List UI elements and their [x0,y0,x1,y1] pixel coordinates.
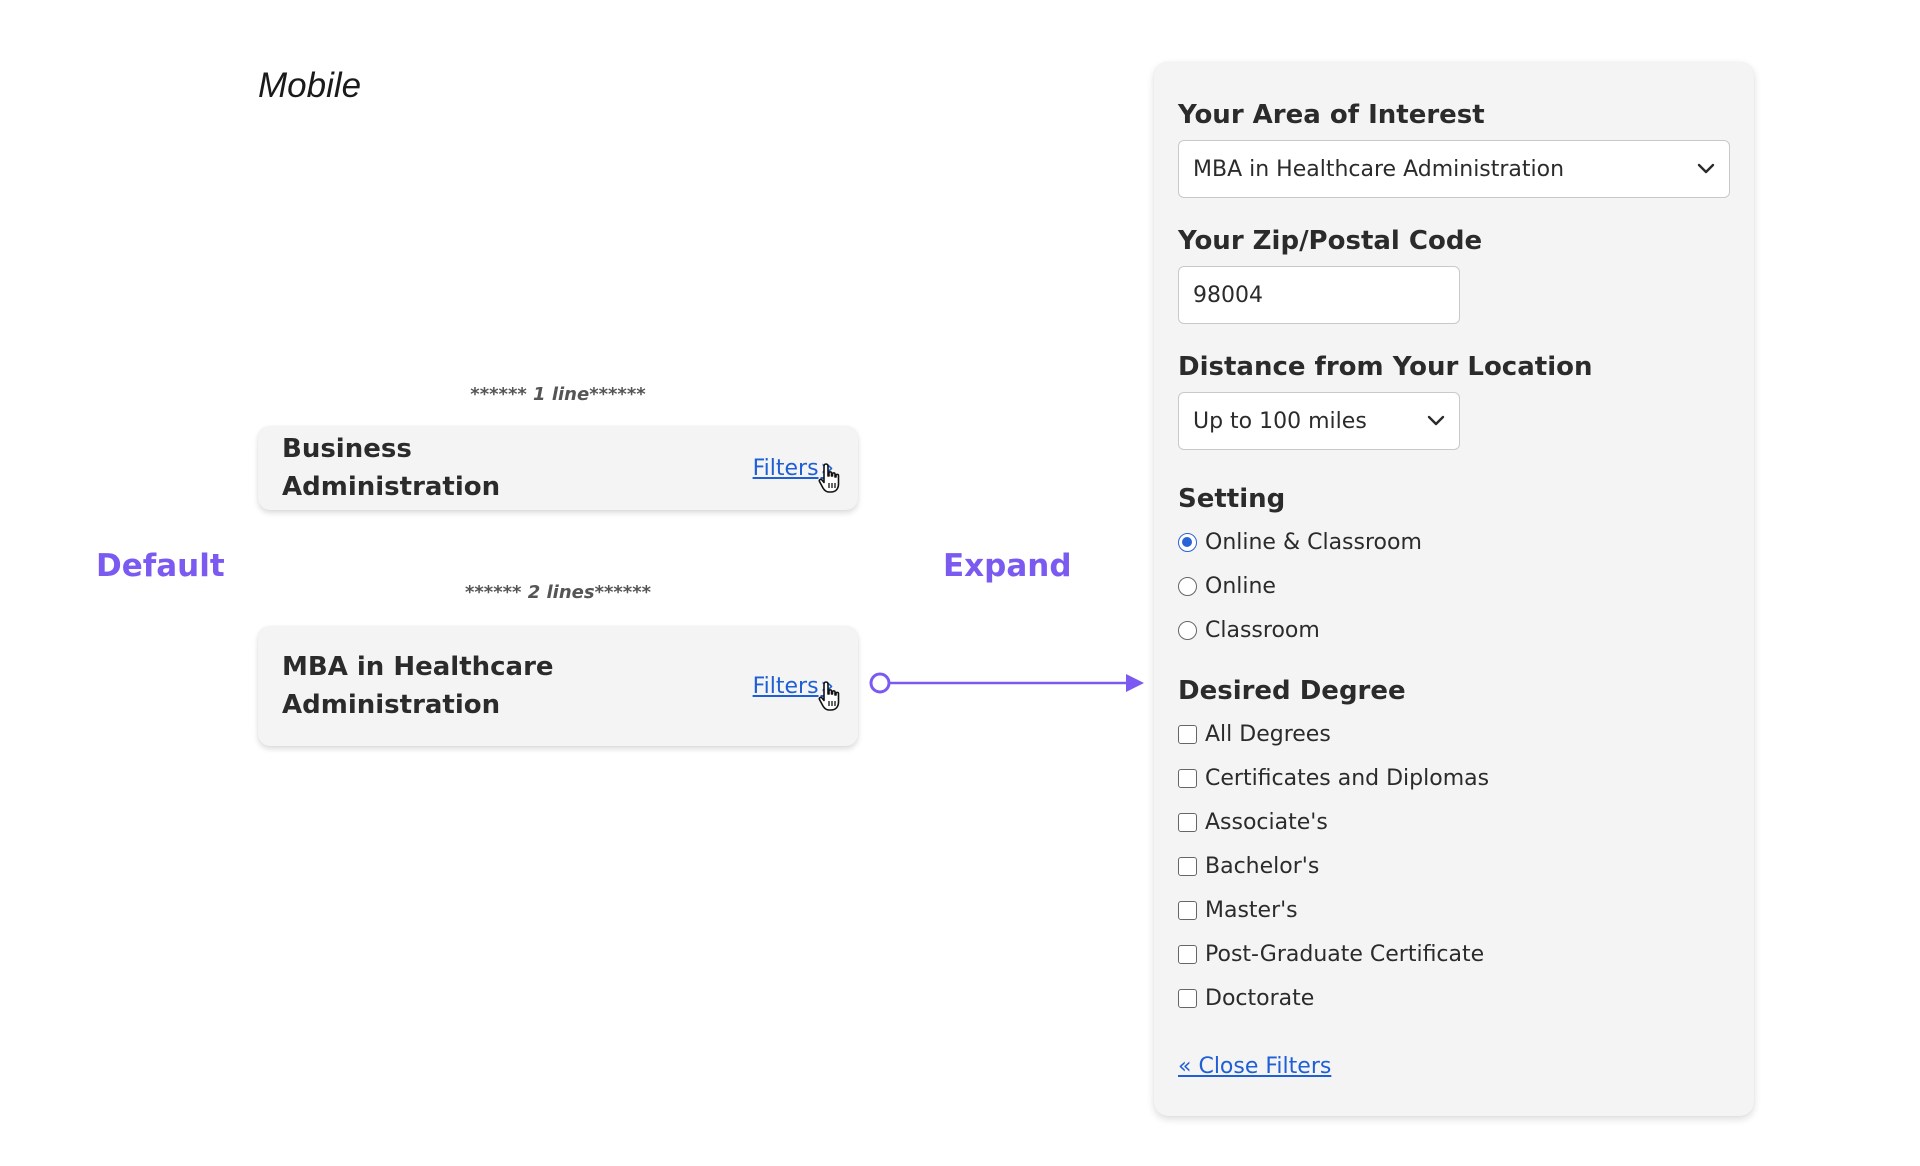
area-of-interest-select[interactable]: MBA in Healthcare Administration [1178,140,1730,198]
checkbox[interactable] [1178,856,1197,876]
default-label: Default [96,548,225,584]
radio-selected[interactable] [1178,532,1197,552]
zip-code-value: 98004 [1193,282,1263,308]
card-title: Business Administration [282,434,501,502]
hand-pointer-icon [818,462,839,493]
degree-option-label: Bachelor's [1205,853,1320,879]
distance-select[interactable]: Up to 100 miles [1178,392,1460,450]
setting-option-online[interactable]: Online [1178,564,1730,608]
setting-option-label: Classroom [1205,617,1320,643]
program-card-one-line: Business Administration Filters» [258,426,858,510]
one-line-note: ****** 1 line****** [470,384,646,405]
mobile-title: Mobile [258,66,362,105]
close-filters-link[interactable]: « Close Filters [1178,1054,1332,1079]
checkbox[interactable] [1178,900,1197,920]
chevron-down-icon [1427,415,1445,426]
area-of-interest-label: Your Area of Interest [1178,100,1485,130]
setting-options: Online & Classroom Online Classroom [1178,520,1730,652]
zip-code-label: Your Zip/Postal Code [1178,226,1483,256]
checkbox[interactable] [1178,812,1197,832]
distance-label: Distance from Your Location [1178,352,1593,382]
degree-option-certificates[interactable]: Certificates and Diplomas [1178,756,1730,800]
area-of-interest-value: MBA in Healthcare Administration [1193,156,1565,182]
distance-value: Up to 100 miles [1193,408,1367,434]
degree-option-label: Master's [1205,897,1298,923]
degree-option-label: All Degrees [1205,721,1331,747]
two-lines-note: ****** 2 lines****** [464,582,652,603]
filters-link-label: Filters [752,673,819,699]
hand-pointer-icon [818,680,839,711]
checkbox[interactable] [1178,944,1197,964]
setting-label: Setting [1178,484,1286,514]
degree-option-associates[interactable]: Associate's [1178,800,1730,844]
degree-option-doctorate[interactable]: Doctorate [1178,976,1730,1020]
setting-option-online-classroom[interactable]: Online & Classroom [1178,520,1730,564]
filters-link[interactable]: Filters» [752,455,839,493]
checkbox[interactable] [1178,768,1197,788]
checkbox[interactable] [1178,724,1197,744]
filters-link-label: Filters [752,455,819,481]
degree-option-all[interactable]: All Degrees [1178,712,1730,756]
degree-option-bachelors[interactable]: Bachelor's [1178,844,1730,888]
desired-degree-label: Desired Degree [1178,676,1406,706]
degree-option-label: Associate's [1205,809,1328,835]
radio-unselected[interactable] [1178,576,1197,596]
setting-option-label: Online [1205,573,1276,599]
card-title: MBA in Healthcare Administration [282,652,554,720]
radio-unselected[interactable] [1178,620,1197,640]
filter-panel: Your Area of Interest MBA in Healthcare … [1154,62,1754,1116]
expand-arrow-connector [869,672,1144,694]
degree-option-post-graduate[interactable]: Post-Graduate Certificate [1178,932,1730,976]
setting-option-classroom[interactable]: Classroom [1178,608,1730,652]
degree-option-masters[interactable]: Master's [1178,888,1730,932]
zip-code-input[interactable]: 98004 [1178,266,1460,324]
degree-option-label: Post-Graduate Certificate [1205,941,1485,967]
filters-link[interactable]: Filters» [752,673,839,711]
degree-options: All Degrees Certificates and Diplomas As… [1178,712,1730,1020]
degree-option-label: Certificates and Diplomas [1205,765,1490,791]
program-card-two-lines: MBA in Healthcare Administration Filters… [258,626,858,746]
chevron-down-icon [1697,163,1715,174]
setting-option-label: Online & Classroom [1205,529,1422,555]
degree-option-label: Doctorate [1205,985,1315,1011]
checkbox[interactable] [1178,988,1197,1008]
expand-label: Expand [943,548,1072,584]
